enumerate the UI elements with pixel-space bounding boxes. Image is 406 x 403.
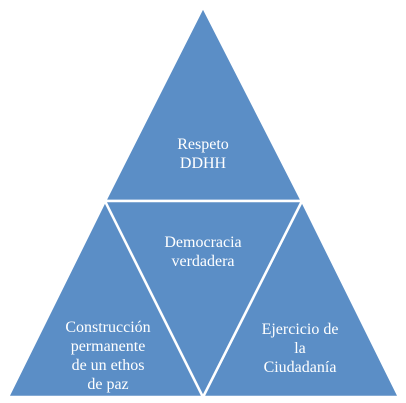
label-line: Respeto xyxy=(177,136,229,153)
label-line: de paz xyxy=(87,376,129,393)
label-line: DDHH xyxy=(179,155,227,172)
label-democracia-verdadera: Democracia verdadera xyxy=(141,233,265,271)
label-respeto-ddhh: Respeto DDHH xyxy=(153,135,253,173)
triangle-center-inverted xyxy=(102,199,305,400)
label-line: Ejercicio de xyxy=(261,321,339,338)
label-line: Democracia xyxy=(164,234,242,251)
label-line: permanente xyxy=(70,338,146,355)
label-line: Ciudadanía xyxy=(263,359,337,376)
label-line: de un ethos xyxy=(71,357,145,374)
label-line: la xyxy=(294,340,306,357)
label-line: Construcción xyxy=(65,319,151,336)
label-construccion-ethos-paz: Construcción permanente de un ethos de p… xyxy=(48,318,168,394)
label-line: verdadera xyxy=(171,253,235,270)
label-ejercicio-ciudadania: Ejercicio de la Ciudadanía xyxy=(240,320,360,377)
